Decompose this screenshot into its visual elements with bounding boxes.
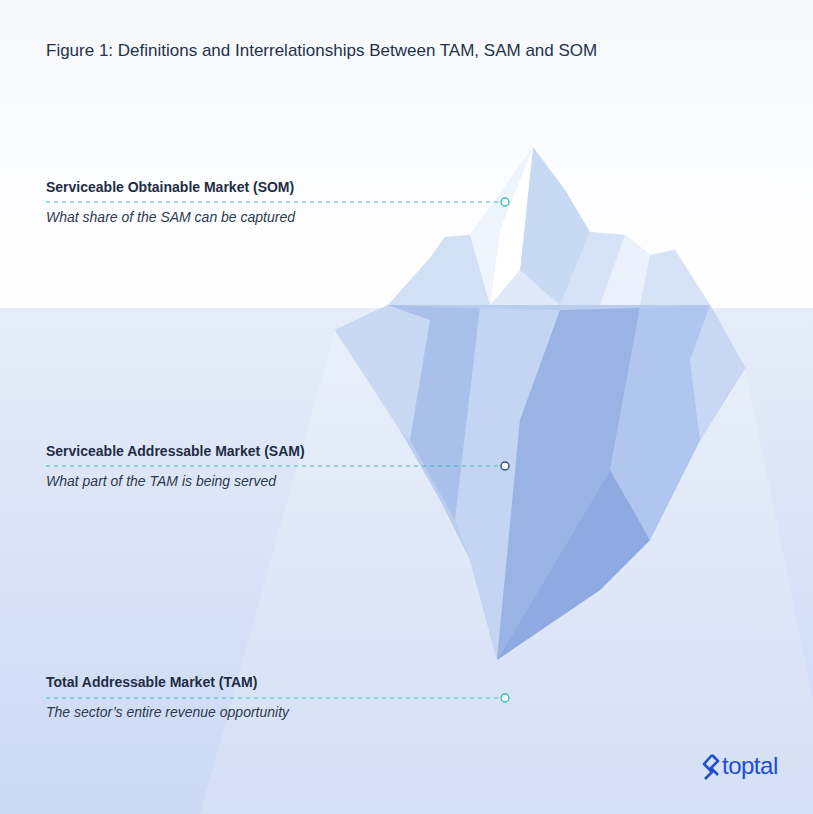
market-heading: Serviceable Addressable Market (SAM) bbox=[46, 443, 305, 459]
market-definition: What share of the SAM can be captured bbox=[46, 209, 295, 225]
market-heading: Serviceable Obtainable Market (SOM) bbox=[46, 179, 294, 195]
watermark: toptal bbox=[722, 752, 778, 780]
iceberg-underwater bbox=[335, 305, 745, 660]
market-heading: Total Addressable Market (TAM) bbox=[46, 674, 257, 690]
market-definition: What part of the TAM is being served bbox=[46, 473, 276, 489]
iceberg-tip bbox=[388, 147, 710, 305]
figure-title: Figure 1: Definitions and Interrelations… bbox=[46, 41, 597, 61]
market-definition: The sector’s entire revenue opportunity bbox=[46, 704, 289, 720]
logo-mark bbox=[704, 755, 718, 779]
leader-dots bbox=[501, 198, 509, 702]
leader-lines bbox=[46, 202, 500, 698]
sky bbox=[0, 0, 813, 308]
